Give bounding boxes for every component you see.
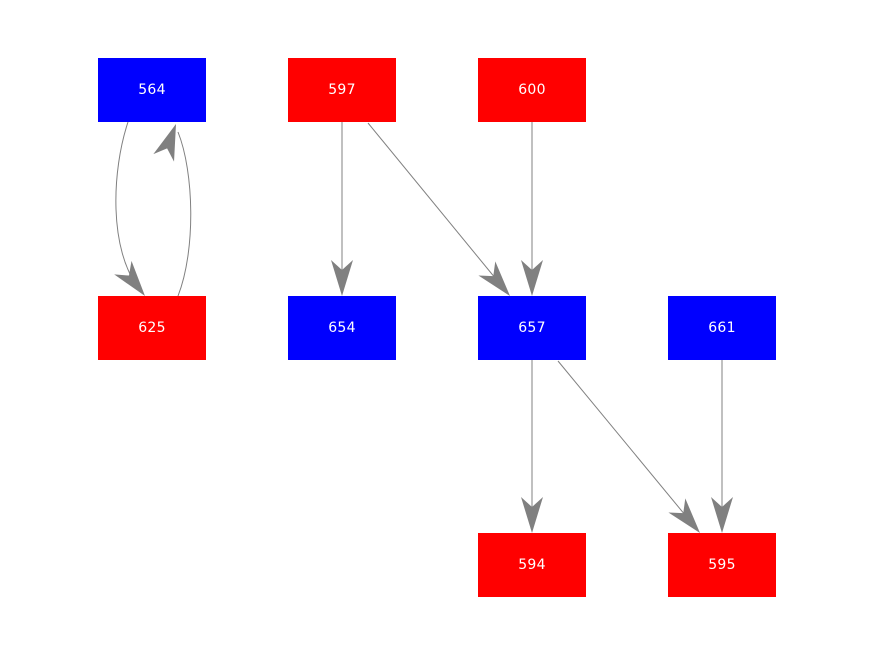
- edge-597-to-654: [331, 122, 353, 296]
- arrowhead-icon: [521, 497, 543, 533]
- edge-line: [557, 360, 696, 528]
- node-label: 597: [328, 82, 356, 98]
- arrowhead-icon: [331, 260, 353, 296]
- node-label: 625: [138, 320, 166, 336]
- node-661[interactable]: 661: [668, 296, 776, 360]
- node-label: 600: [518, 82, 546, 98]
- edge-line: [115, 121, 141, 291]
- edge-661-to-595: [711, 360, 733, 533]
- node-657[interactable]: 657: [478, 296, 586, 360]
- node-label: 661: [708, 320, 736, 336]
- node-597[interactable]: 597: [288, 58, 396, 122]
- node-label: 654: [328, 320, 356, 336]
- node-label: 564: [138, 82, 166, 98]
- arrowhead-icon: [153, 124, 176, 162]
- node-600[interactable]: 600: [478, 58, 586, 122]
- node-label: 594: [518, 557, 546, 573]
- arrowhead-icon: [521, 260, 543, 296]
- edge-625-to-564: [153, 124, 192, 297]
- edge-657-to-595: [557, 360, 700, 533]
- node-label: 595: [708, 557, 736, 573]
- node-654[interactable]: 654: [288, 296, 396, 360]
- edge-line: [177, 131, 192, 297]
- edge-597-to-657: [367, 122, 510, 296]
- node-594[interactable]: 594: [478, 533, 586, 597]
- node-625[interactable]: 625: [98, 296, 206, 360]
- edge-564-to-625: [114, 121, 145, 296]
- edge-line: [367, 122, 506, 291]
- arrowhead-icon: [711, 497, 733, 533]
- edge-657-to-594: [521, 360, 543, 533]
- node-label: 657: [518, 320, 546, 336]
- node-595[interactable]: 595: [668, 533, 776, 597]
- node-564[interactable]: 564: [98, 58, 206, 122]
- edge-600-to-657: [521, 122, 543, 296]
